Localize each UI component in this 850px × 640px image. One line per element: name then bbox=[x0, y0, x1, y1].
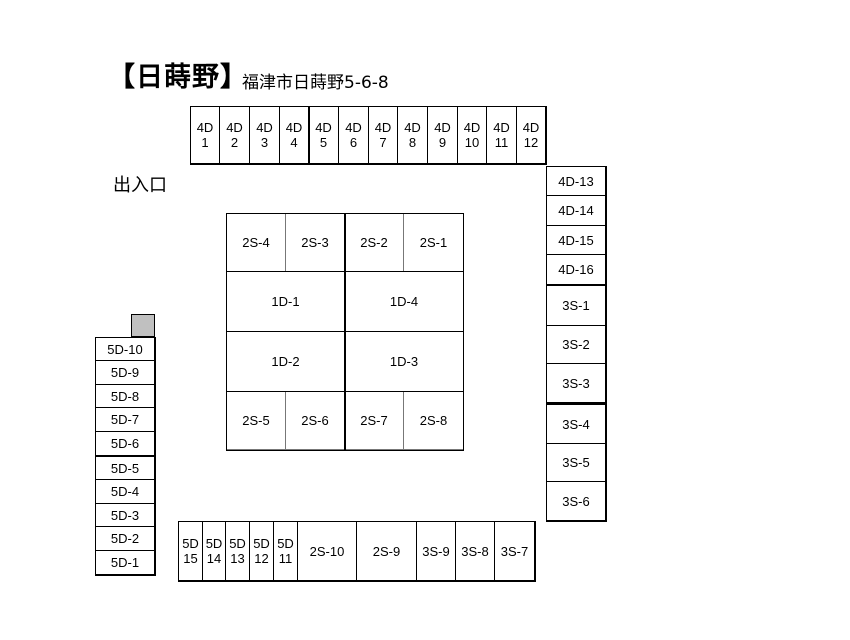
space-code: 4D bbox=[345, 120, 362, 135]
parking-space[interactable]: 2S-10 bbox=[297, 521, 357, 581]
parking-space[interactable]: 2S-4 bbox=[226, 213, 286, 272]
space-code: 4D bbox=[404, 120, 421, 135]
space-code: 5D bbox=[182, 536, 199, 551]
parking-space[interactable]: 3S-6 bbox=[546, 481, 606, 521]
parking-space[interactable]: 2S-2 bbox=[344, 213, 404, 272]
parking-space[interactable]: 3S-4 bbox=[546, 404, 606, 444]
parking-space[interactable]: 2S-8 bbox=[403, 391, 464, 450]
parking-space[interactable]: 5D-9 bbox=[95, 360, 155, 385]
space-code: 4D bbox=[196, 120, 214, 135]
parking-space[interactable]: 3S-7 bbox=[494, 521, 535, 581]
space-number: 12 bbox=[254, 551, 269, 566]
space-number: 12 bbox=[523, 135, 539, 150]
parking-space[interactable]: 5D-4 bbox=[95, 479, 155, 504]
space-number: 1 bbox=[201, 135, 209, 150]
entrance-label: 出入口 bbox=[113, 175, 167, 196]
parking-space[interactable]: 4D-13 bbox=[546, 166, 606, 196]
parking-space[interactable]: 5D-8 bbox=[95, 384, 155, 408]
space-number: 13 bbox=[230, 551, 245, 566]
parking-space[interactable]: 4D-16 bbox=[546, 254, 606, 285]
page-title: 【日蒔野】 bbox=[108, 62, 248, 93]
parking-space[interactable]: 5D-10 bbox=[95, 337, 155, 361]
space-code: 4D bbox=[226, 120, 243, 135]
space-code: 4D bbox=[315, 120, 332, 135]
space-code: 4D bbox=[256, 120, 273, 135]
parking-space[interactable]: 3S-1 bbox=[546, 285, 606, 326]
parking-space[interactable]: 2S-9 bbox=[356, 521, 417, 581]
parking-space[interactable]: 3S-9 bbox=[416, 521, 456, 581]
space-code: 5D bbox=[277, 536, 294, 551]
parking-space[interactable]: 2S-3 bbox=[285, 213, 345, 272]
parking-space[interactable]: 2S-1 bbox=[403, 213, 464, 272]
grey-block bbox=[131, 314, 155, 337]
parking-space[interactable]: 2S-6 bbox=[285, 391, 345, 450]
space-code: 4D bbox=[522, 120, 540, 135]
space-number: 5 bbox=[319, 135, 328, 150]
parking-space[interactable]: 3S-8 bbox=[455, 521, 495, 581]
space-number: 8 bbox=[408, 135, 417, 150]
parking-space[interactable]: 2S-5 bbox=[226, 391, 286, 450]
space-number: 7 bbox=[379, 135, 387, 150]
space-number: 11 bbox=[278, 551, 293, 566]
space-number: 11 bbox=[494, 135, 509, 150]
parking-space[interactable]: 1D-2 bbox=[226, 331, 345, 392]
parking-space[interactable]: 5D-1 bbox=[95, 550, 155, 575]
space-code: 4D bbox=[493, 120, 510, 135]
parking-space[interactable]: 1D-4 bbox=[344, 271, 464, 332]
parking-space[interactable]: 3S-3 bbox=[546, 363, 606, 403]
space-number: 3 bbox=[260, 135, 269, 150]
parking-space[interactable]: 3S-5 bbox=[546, 443, 606, 482]
space-code: 5D bbox=[205, 536, 223, 551]
space-code: 4D bbox=[374, 120, 392, 135]
parking-space[interactable]: 5D-6 bbox=[95, 431, 155, 456]
space-code: 4D bbox=[285, 120, 303, 135]
space-number: 9 bbox=[438, 135, 447, 150]
parking-space[interactable]: 4D-14 bbox=[546, 195, 606, 226]
address-text: 福津市日蒔野5-6-8 bbox=[242, 73, 389, 93]
space-code: 4D bbox=[434, 120, 451, 135]
parking-space[interactable]: 4D-15 bbox=[546, 225, 606, 255]
parking-space[interactable]: 2S-7 bbox=[344, 391, 404, 450]
space-number: 2 bbox=[230, 135, 239, 150]
space-number: 4 bbox=[290, 135, 298, 150]
space-code: 5D bbox=[253, 536, 270, 551]
space-number: 6 bbox=[349, 135, 358, 150]
space-number: 14 bbox=[206, 551, 222, 566]
parking-space[interactable]: 1D-1 bbox=[226, 271, 345, 332]
space-code: 4D bbox=[463, 120, 481, 135]
parking-space[interactable]: 5D-7 bbox=[95, 407, 155, 432]
parking-space[interactable]: 5D-3 bbox=[95, 503, 155, 527]
parking-space[interactable]: 1D-3 bbox=[344, 331, 464, 392]
space-number: 10 bbox=[464, 135, 480, 150]
space-code: 5D bbox=[229, 536, 246, 551]
parking-space[interactable]: 5D-2 bbox=[95, 526, 155, 551]
space-number: 15 bbox=[183, 551, 198, 566]
parking-space[interactable]: 3S-2 bbox=[546, 325, 606, 364]
parking-space[interactable]: 5D-5 bbox=[95, 456, 155, 480]
